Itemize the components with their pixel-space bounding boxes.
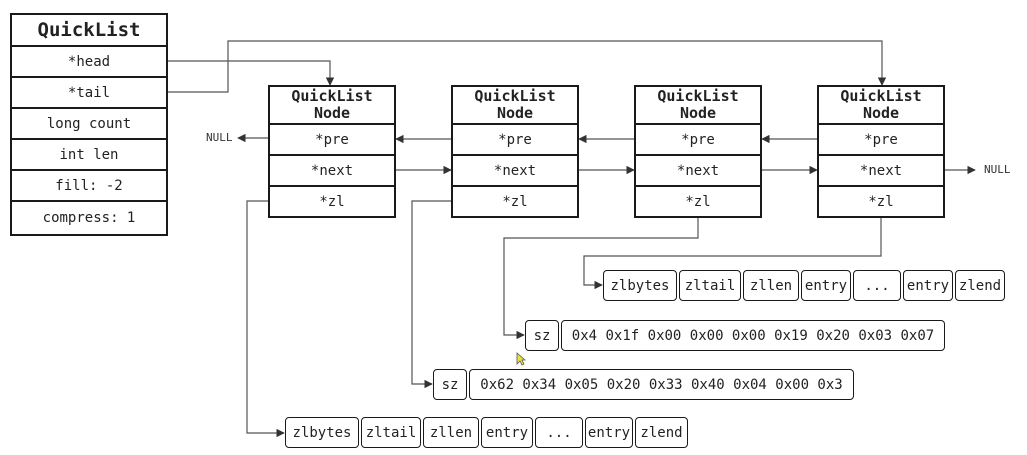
ziplist-top-zltail: zltail — [679, 270, 741, 301]
node-1-pre: *pre — [268, 123, 396, 156]
zl-pointer-node4 — [583, 218, 882, 290]
node-3-pre: *pre — [634, 123, 762, 156]
quicklist-title: QuickList — [10, 13, 168, 47]
quicklist-field-compress: compress: 1 — [10, 200, 168, 236]
node-4-title: QuickList Node — [817, 85, 945, 125]
node-1-title: QuickList Node — [268, 85, 396, 125]
ziplist-top-zlend: zlend — [955, 270, 1005, 301]
node-4-pre: *pre — [817, 123, 945, 156]
ziplist-bottom-zlbytes: zlbytes — [285, 417, 359, 448]
node-1-next: *next — [268, 154, 396, 187]
compressed-b-sz: sz — [433, 369, 467, 400]
mouse-cursor-icon — [516, 352, 526, 366]
node-3-next: *next — [634, 154, 762, 187]
ziplist-bottom-entry-1: entry — [481, 417, 533, 448]
compressed-a-bytes: 0x4 0x1f 0x00 0x00 0x00 0x19 0x20 0x03 0… — [561, 320, 945, 351]
node-3-zl: *zl — [634, 185, 762, 218]
ziplist-bottom-ellipsis: ... — [535, 417, 583, 448]
node-2-pre: *pre — [451, 123, 579, 156]
ziplist-bottom-zltail: zltail — [361, 417, 421, 448]
ziplist-top-entry-2: entry — [903, 270, 953, 301]
node-2-title: QuickList Node — [451, 85, 579, 125]
zl-pointer-node1 — [246, 200, 285, 438]
head-pointer-arrow — [167, 60, 335, 86]
node-2-zl: *zl — [451, 185, 579, 218]
compressed-a-sz: sz — [525, 320, 559, 351]
node-3-title: QuickList Node — [634, 85, 762, 125]
zl-pointer-node2 — [411, 200, 451, 389]
node-4-next: *next — [817, 154, 945, 187]
ziplist-top-entry-1: entry — [801, 270, 851, 301]
node-4-zl: *zl — [817, 185, 945, 218]
ziplist-bottom-entry-2: entry — [585, 417, 633, 448]
quicklist-field-tail: *tail — [10, 76, 168, 109]
ziplist-bottom-zlend: zlend — [635, 417, 688, 448]
quicklist-field-head: *head — [10, 45, 168, 78]
quicklist-field-len: int len — [10, 138, 168, 171]
node-1-zl: *zl — [268, 185, 396, 218]
ziplist-top-zlbytes: zlbytes — [603, 270, 677, 301]
zl-pointer-node3 — [503, 218, 699, 340]
ziplist-top-ellipsis: ... — [853, 270, 901, 301]
quicklist-field-fill: fill: -2 — [10, 169, 168, 202]
compressed-b-bytes: 0x62 0x34 0x05 0x20 0x33 0x40 0x04 0x00 … — [469, 369, 854, 400]
quicklist-field-count: long count — [10, 107, 168, 140]
ziplist-bottom-zllen: zllen — [423, 417, 479, 448]
null-label-right: NULL — [984, 163, 1011, 176]
null-label-left: NULL — [206, 131, 233, 144]
ziplist-top-zllen: zllen — [743, 270, 799, 301]
node-2-next: *next — [451, 154, 579, 187]
tail-pointer-arrow — [167, 40, 887, 93]
